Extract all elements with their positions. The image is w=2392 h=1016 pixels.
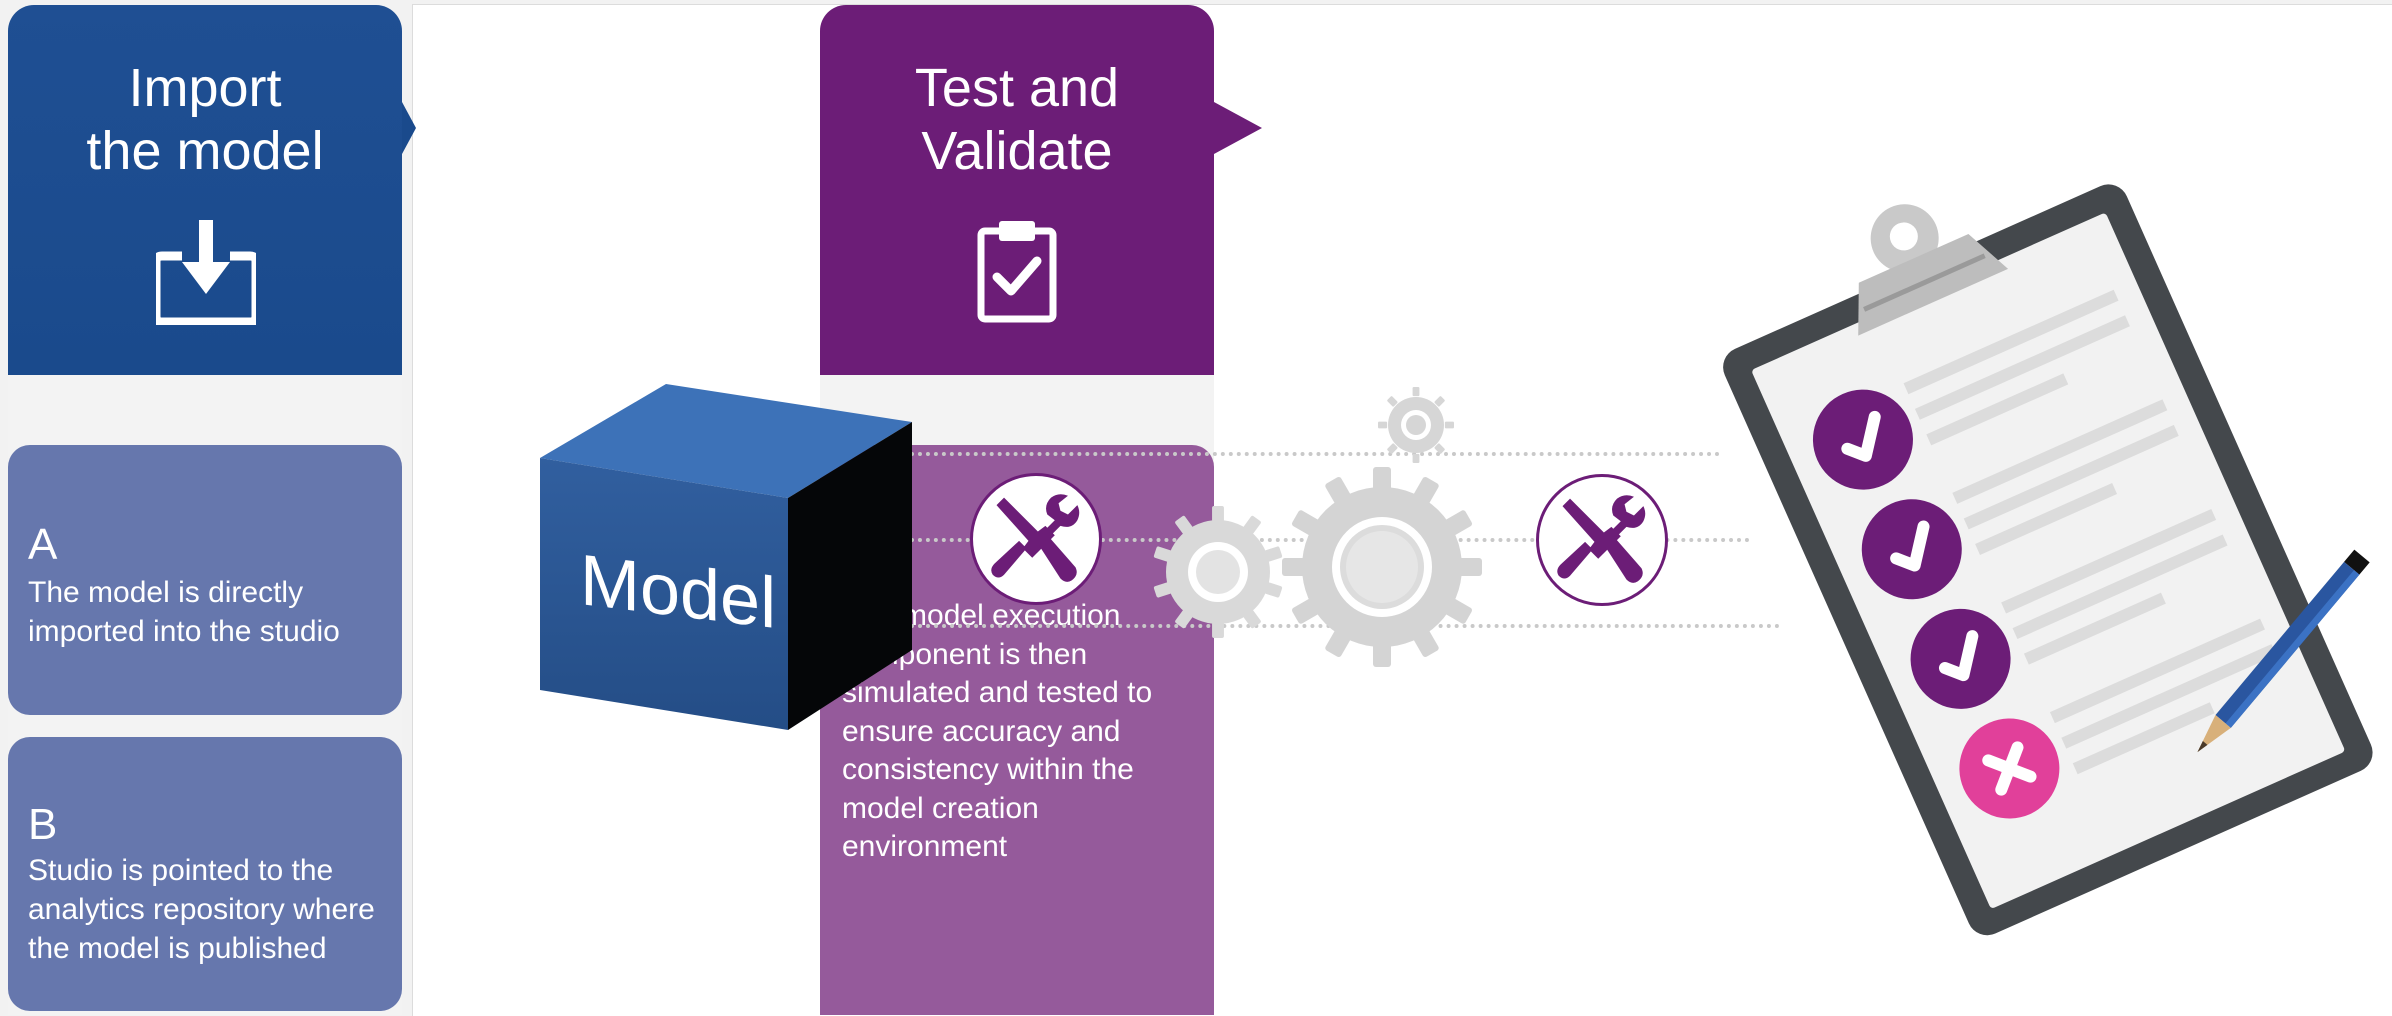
check-icon	[1812, 389, 1913, 490]
pencil-icon	[2197, 549, 2370, 753]
connector-line-top	[910, 452, 1720, 456]
cross-icon	[1959, 718, 2060, 819]
test-title-line2: Validate	[921, 121, 1113, 181]
screwdriver-wrench-icon	[991, 494, 1080, 582]
checklist-clipboard	[1723, 184, 2373, 936]
import-title: Import the model	[8, 57, 402, 183]
option-b-text: Studio is pointed to the analytics repos…	[28, 854, 375, 965]
import-header: Import the model	[8, 5, 402, 375]
tools-badge-2	[1536, 474, 1668, 606]
option-a-text: The model is directly imported into the …	[28, 576, 340, 648]
check-icon	[1861, 499, 1962, 600]
gears-icon	[1153, 387, 1482, 667]
import-pointer	[402, 102, 416, 154]
test-pointer	[1214, 102, 1262, 154]
import-column: Import the model A The model is directly…	[8, 0, 416, 1015]
test-header: Test and Validate	[820, 5, 1214, 375]
option-b-card: B Studio is pointed to the analytics rep…	[8, 737, 402, 1011]
option-a-card: A The model is directly imported into th…	[8, 445, 402, 715]
clipboard-clip	[1858, 204, 2009, 336]
import-title-line1: Import	[128, 58, 282, 118]
check-icon	[1910, 608, 2011, 709]
test-title: Test and Validate	[820, 57, 1214, 183]
import-title-line2: the model	[86, 121, 324, 181]
tools-badge-1	[970, 473, 1102, 605]
option-a-letter: A	[28, 520, 58, 569]
screwdriver-wrench-icon	[1557, 495, 1646, 583]
model-cube: Model	[540, 384, 912, 730]
clipboard-check-icon	[977, 221, 1057, 323]
test-title-line1: Test and	[914, 58, 1120, 118]
option-b-letter: B	[28, 800, 58, 849]
download-tray-icon	[156, 220, 256, 325]
